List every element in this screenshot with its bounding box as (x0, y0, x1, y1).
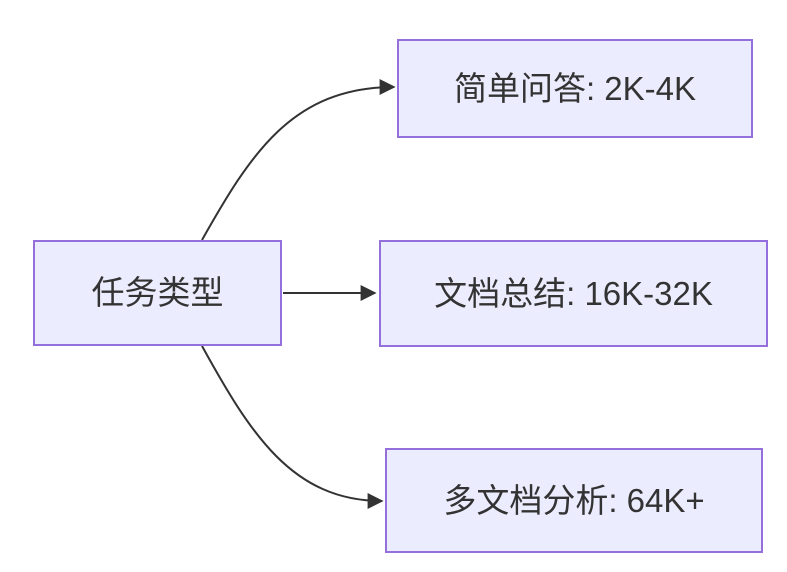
node-task-type-label: 任务类型 (91, 274, 224, 312)
node-doc-summary: 文档总结: 16K-32K (379, 240, 768, 347)
edge-tasktype-to-simpleqa (201, 79, 396, 241)
node-multi-doc-label: 多文档分析: 64K+ (443, 481, 705, 519)
node-simple-qa: 简单问答: 2K-4K (397, 39, 753, 138)
node-task-type: 任务类型 (33, 240, 282, 346)
edge-tasktype-to-multidoc (201, 345, 384, 509)
node-multi-doc: 多文档分析: 64K+ (385, 448, 763, 553)
node-simple-qa-label: 简单问答: 2K-4K (453, 69, 697, 107)
node-doc-summary-label: 文档总结: 16K-32K (434, 274, 713, 312)
